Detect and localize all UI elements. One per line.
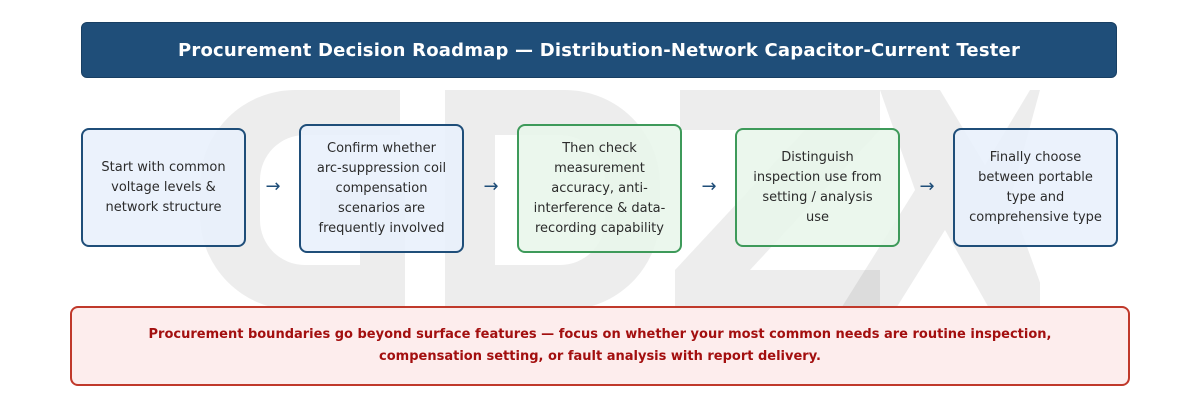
step-4-label: Distinguish inspection use from setting … [753, 149, 882, 225]
arrow-3-icon: → [701, 176, 717, 197]
step-5-label: Finally choose between portable type and… [969, 149, 1102, 225]
page-title: Procurement Decision Roadmap — Distribut… [177, 39, 1021, 61]
arrow-1-icon: → [265, 176, 281, 197]
arrow-2-icon: → [483, 176, 499, 197]
arrow-4-icon: → [919, 176, 935, 197]
step-3-box: Then check measurement accuracy, anti-in… [517, 124, 682, 253]
title-banner: Procurement Decision Roadmap — Distribut… [81, 22, 1117, 78]
step-2-label: Confirm whether arc-suppression coil com… [316, 140, 447, 236]
procurement-note-box: Procurement boundaries go beyond surface… [70, 306, 1130, 386]
step-5-box: Finally choose between portable type and… [953, 128, 1118, 247]
step-3-label: Then check measurement accuracy, anti-in… [533, 140, 666, 236]
step-2-box: Confirm whether arc-suppression coil com… [299, 124, 464, 253]
procurement-note-text: Procurement boundaries go beyond surface… [148, 327, 1052, 364]
step-1-box: Start with common voltage levels & netwo… [81, 128, 246, 247]
step-1-label: Start with common voltage levels & netwo… [101, 159, 226, 215]
step-4-box: Distinguish inspection use from setting … [735, 128, 900, 247]
